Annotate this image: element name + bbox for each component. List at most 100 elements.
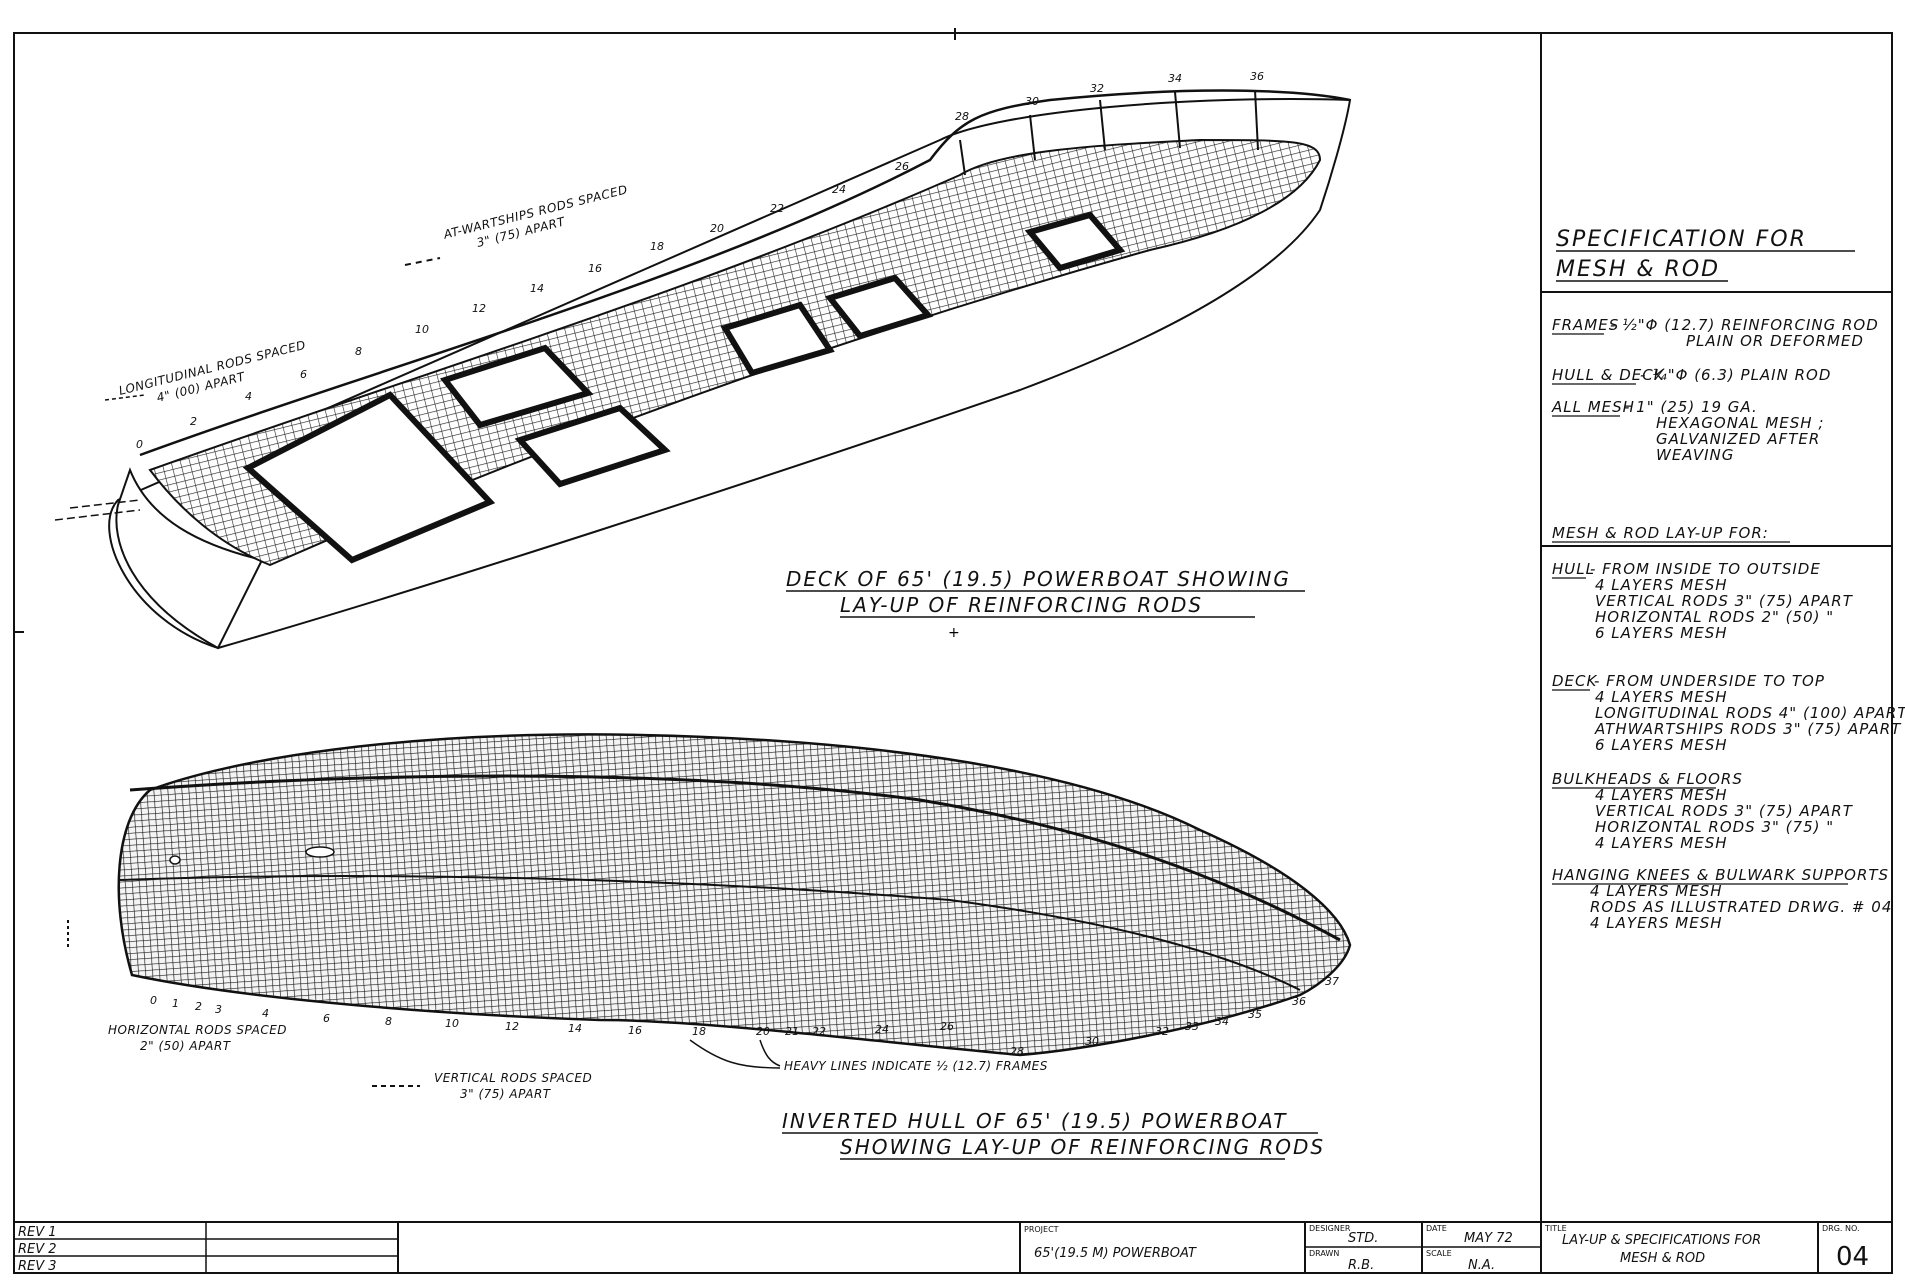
layup-heading: MESH & ROD LAY-UP FOR: (1552, 524, 1769, 542)
hull-layup-line: - FROM INSIDE TO OUTSIDE (1590, 560, 1821, 578)
scale-label: SCALE (1426, 1249, 1452, 1258)
hull-frame-number: 1 (172, 997, 179, 1010)
knees-line: 4 LAYERS MESH (1590, 914, 1723, 932)
vertical-rods-label-line1: VERTICAL RODS SPACED (434, 1071, 592, 1085)
deck-frame-number: 0 (136, 438, 143, 451)
deck-frame-number: 20 (710, 222, 724, 235)
spec-title-line1: SPECIFICATION FOR (1556, 227, 1807, 252)
deck-frame-number: 34 (1168, 72, 1182, 85)
title-block: REV 1 REV 2 REV 3 PROJECT 65'(19.5 M) PO… (14, 1222, 1869, 1274)
hull-frame-number: 28 (1010, 1045, 1024, 1058)
deck-frame-number: 4 (245, 390, 252, 403)
hull-frame-number: 3 (215, 1003, 222, 1016)
deck-hatch-engine (514, 404, 671, 488)
hull-layup-label: HULL (1552, 560, 1595, 578)
drawn-label: DRAWN (1309, 1249, 1339, 1258)
revision-row-2: REV 2 (18, 1242, 57, 1257)
bulkheads-line: VERTICAL RODS 3" (75) APART (1595, 802, 1854, 820)
knees-label: HANGING KNEES & BULWARK SUPPORTS (1552, 866, 1889, 884)
deck-caption-line2: LAY-UP OF REINFORCING RODS (840, 593, 1203, 617)
hull-frame-number: 32 (1155, 1025, 1169, 1038)
all-mesh-line1: - 1" (25) 19 GA. (1624, 398, 1758, 416)
vertical-rods-label-line2: 3" (75) APART (460, 1087, 552, 1101)
hull-frame-number: 6 (323, 1012, 330, 1025)
deck-drawing: 0 2 4 6 8 10 12 14 16 18 20 22 24 26 28 … (54, 70, 1352, 650)
hull-deck-text: - ¼"Φ (6.3) PLAIN ROD (1640, 366, 1831, 384)
hull-frame-number: 4 (262, 1007, 269, 1020)
hull-frame-number: 16 (628, 1024, 642, 1037)
hull-frame-number: 34 (1215, 1015, 1229, 1028)
title-label: TITLE (1544, 1224, 1567, 1233)
sheet-border (13, 32, 1893, 1274)
hull-caption-line2: SHOWING LAY-UP OF REINFORCING RODS (840, 1135, 1325, 1159)
hull-keel-line (129, 774, 1341, 942)
deck-hatch-fwd (824, 274, 934, 340)
hull-layup-line: HORIZONTAL RODS 2" (50) " (1595, 608, 1834, 626)
hull-frame-number: 30 (1085, 1035, 1099, 1048)
deck-frame-number: 18 (650, 240, 664, 253)
deck-layup-line: LONGITUDINAL RODS 4" (100) APART (1595, 704, 1905, 722)
deck-frame-number: 10 (415, 323, 429, 336)
deck-hatch-aft (242, 391, 496, 564)
hull-frame-number: 20 (756, 1025, 770, 1038)
hull-caption-line1: INVERTED HULL OF 65' (19.5) POWERBOAT (782, 1109, 1287, 1133)
all-mesh-line4: WEAVING (1656, 446, 1734, 464)
hull-fitting (305, 846, 335, 858)
hull-frame-number: 18 (692, 1025, 706, 1038)
all-mesh-label: ALL MESH (1551, 398, 1635, 416)
title-line2: MESH & ROD (1620, 1251, 1705, 1266)
date-label: DATE (1426, 1224, 1447, 1233)
hull-frame-number: 0 (150, 994, 157, 1007)
bulkheads-line: HORIZONTAL RODS 3" (75) " (1595, 818, 1834, 836)
hull-frame-number: 26 (940, 1020, 954, 1033)
deck-frame-number: 36 (1250, 70, 1264, 83)
deck-frame-number: 2 (190, 415, 197, 428)
deck-hatch-mid (720, 301, 835, 377)
hull-drawing: 0 1 2 3 4 6 8 10 12 14 16 18 20 21 22 24… (67, 733, 1352, 1160)
hull-frame-number: 36 (1292, 995, 1306, 1008)
deck-hatch-mid-aft (439, 344, 594, 429)
hull-frame-number: 21 (785, 1025, 799, 1038)
hull-frame-number: 14 (568, 1022, 582, 1035)
scale-value: N.A. (1468, 1258, 1495, 1273)
hull-frame-number: 24 (875, 1023, 889, 1036)
knees-line: RODS AS ILLUSTRATED DRWG. # 04 (1590, 898, 1892, 916)
designer-label: DESIGNER (1309, 1224, 1351, 1233)
heavy-lines-label: HEAVY LINES INDICATE ½ (12.7) FRAMES (784, 1059, 1048, 1073)
deck-frame-number: 22 (770, 202, 784, 215)
deck-frame-number: 16 (588, 262, 602, 275)
hull-frame-number: 22 (812, 1025, 826, 1038)
hull-mesh-surface (117, 733, 1352, 1057)
spec-panel: SPECIFICATION FOR MESH & ROD FRAMES - ½"… (1541, 227, 1905, 932)
hull-frame-number: 33 (1185, 1020, 1199, 1033)
hull-layup-line: 4 LAYERS MESH (1595, 576, 1728, 594)
hull-frame-number: 2 (195, 1000, 202, 1013)
hull-frame-number: 12 (505, 1020, 519, 1033)
center-cross-mark: + (948, 625, 960, 641)
frames-label: FRAMES (1552, 316, 1619, 334)
bulkheads-line: 4 LAYERS MESH (1595, 834, 1728, 852)
hull-layup-line: 6 LAYERS MESH (1595, 624, 1728, 642)
horizontal-rods-label-line1: HORIZONTAL RODS SPACED (108, 1023, 287, 1037)
all-mesh-line2: HEXAGONAL MESH ; (1656, 414, 1824, 432)
deck-frame-number: 30 (1025, 95, 1039, 108)
drawing-number-label: DRG. NO. (1822, 1224, 1860, 1233)
spec-title-line2: MESH & ROD (1556, 257, 1720, 282)
deck-caption-line1: DECK OF 65' (19.5) POWERBOAT SHOWING (786, 567, 1291, 591)
designer-value: STD. (1348, 1231, 1378, 1246)
date-value: MAY 72 (1464, 1231, 1513, 1246)
deck-transom (115, 467, 264, 650)
deck-frame-number: 14 (530, 282, 544, 295)
drawn-value: R.B. (1348, 1258, 1374, 1273)
deck-hatch-forepeak (1024, 211, 1126, 272)
hull-frame-number: 37 (1325, 975, 1339, 988)
deck-layup-line: 4 LAYERS MESH (1595, 688, 1728, 706)
deck-layup-line: - FROM UNDERSIDE TO TOP (1594, 672, 1825, 690)
knees-line: 4 LAYERS MESH (1590, 882, 1723, 900)
bulkheads-label: BULKHEADS & FLOORS (1552, 770, 1743, 788)
hull-deck-label: HULL & DECK (1552, 366, 1665, 384)
horizontal-rods-label-line2: 2" (50) APART (140, 1039, 232, 1053)
frames-text-line2: PLAIN OR DEFORMED (1686, 332, 1864, 350)
deck-frame-number: 12 (472, 302, 486, 315)
title-line1: LAY-UP & SPECIFICATIONS FOR (1562, 1233, 1761, 1248)
